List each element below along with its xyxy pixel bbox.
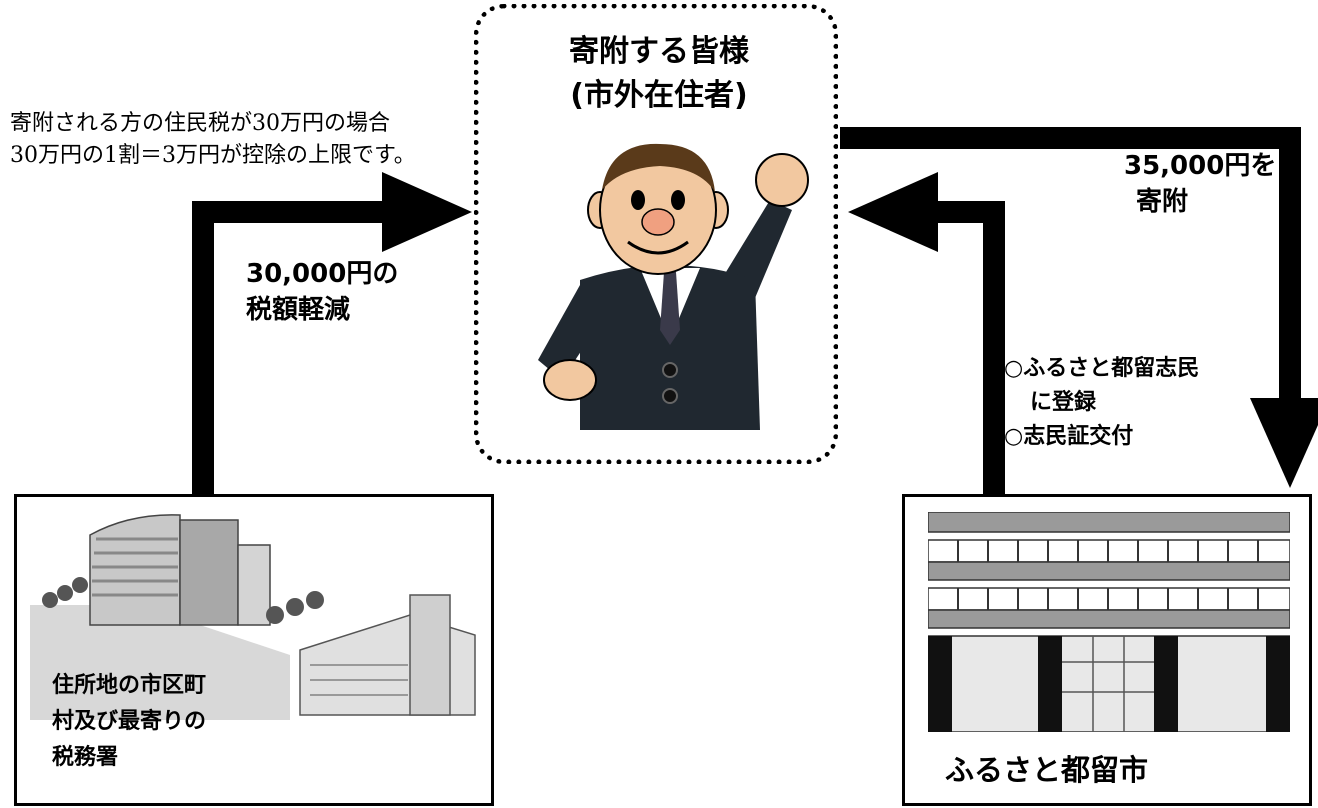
donor-title-line2: (市外在住者) <box>570 78 748 113</box>
benefit-line3: ○志民証交付 <box>1004 424 1134 449</box>
tax-office-line3: 税務署 <box>52 745 119 770</box>
donation-label-line1: 35,000円を <box>1124 151 1277 181</box>
city-label: ふるさと都留市 <box>945 753 1149 787</box>
arrow-donation <box>840 127 1301 412</box>
tax-reduction-label: 30,000円の 税額軽減 <box>246 256 398 328</box>
arrow-tax-head <box>382 172 472 252</box>
arrow-tax-reduction <box>192 201 390 500</box>
benefit-line2: に登録 <box>1030 390 1097 415</box>
tax-office-line2: 村及び最寄りの <box>52 709 207 734</box>
donation-label: 35,000円を 寄附 <box>1124 148 1276 220</box>
city-hall-illustration <box>928 512 1290 732</box>
deduction-note-line1: 寄附される方の住民税が30万円の場合 <box>10 111 390 136</box>
deduction-note: 寄附される方の住民税が30万円の場合 30万円の1割＝3万円が控除の上限です。 <box>10 108 416 172</box>
tax-office-line1: 住所地の市区町 <box>52 673 207 698</box>
donor-title-line1: 寄附する皆様 <box>569 34 749 69</box>
tax-office-illustration <box>30 514 476 720</box>
tax-reduction-label-line1: 30,000円の <box>246 259 399 289</box>
donor-title: 寄附する皆様 (市外在住者) <box>478 30 840 118</box>
registration-benefits: ○ふるさと都留志民 に登録 ○志民証交付 <box>1004 352 1199 454</box>
arrow-registration <box>930 201 1005 500</box>
benefit-line1: ○ふるさと都留志民 <box>1004 356 1200 381</box>
tax-reduction-label-line2: 税額軽減 <box>246 295 351 325</box>
businessman-illustration <box>538 143 809 430</box>
deduction-note-line2: 30万円の1割＝3万円が控除の上限です。 <box>10 143 416 168</box>
donation-label-line2: 寄附 <box>1136 187 1189 217</box>
arrow-donation-head <box>1250 398 1318 488</box>
tax-office-label: 住所地の市区町 村及び最寄りの 税務署 <box>52 668 206 776</box>
donor-box <box>474 4 838 464</box>
arrow-registration-head <box>848 172 938 252</box>
